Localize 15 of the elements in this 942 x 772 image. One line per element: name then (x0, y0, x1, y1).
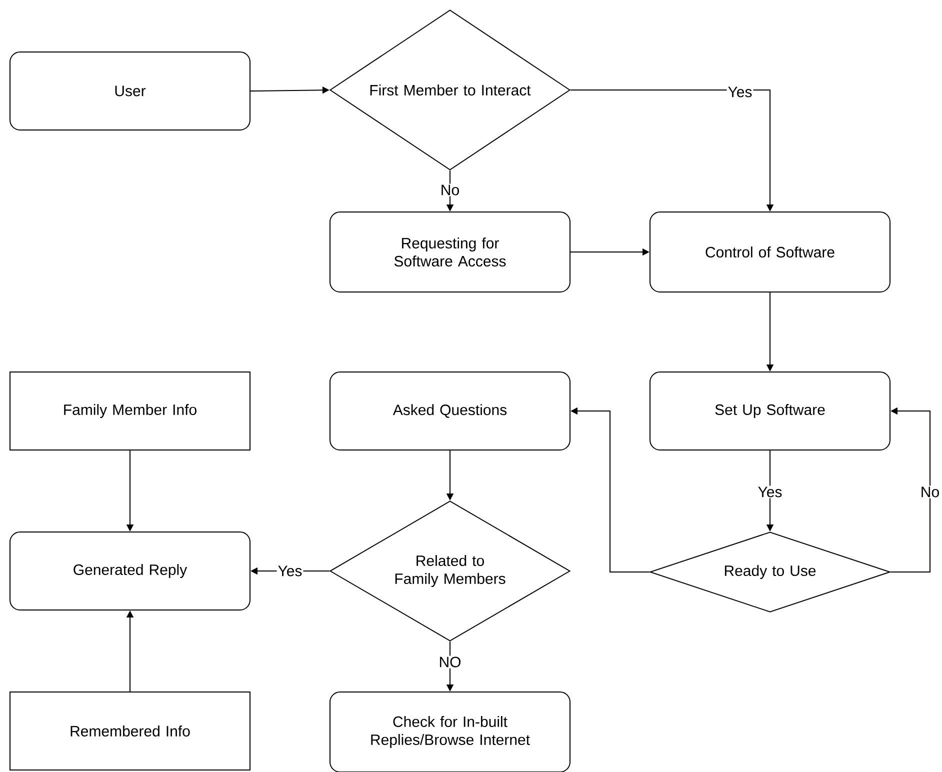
edge-label: Yes (276, 564, 304, 578)
process-box: Check for In-built Replies/Browse Internet (330, 692, 570, 772)
process-box: Asked Questions (330, 372, 570, 450)
edge-label: No (439, 184, 461, 196)
process-box: Generated Reply (10, 532, 250, 610)
process-box: Requesting for Software Access (330, 212, 570, 292)
edge-label: Yes (726, 86, 754, 98)
edge-label: Yes (756, 486, 784, 498)
data-box: Remembered Info (10, 692, 250, 770)
process-box: Control of Software (650, 212, 890, 292)
edge-label: NO (438, 656, 462, 668)
process-box: Set Up Software (650, 372, 890, 450)
data-box: Family Member Info (10, 372, 250, 450)
edge-label: No (919, 486, 941, 498)
process-box: User (10, 52, 250, 130)
